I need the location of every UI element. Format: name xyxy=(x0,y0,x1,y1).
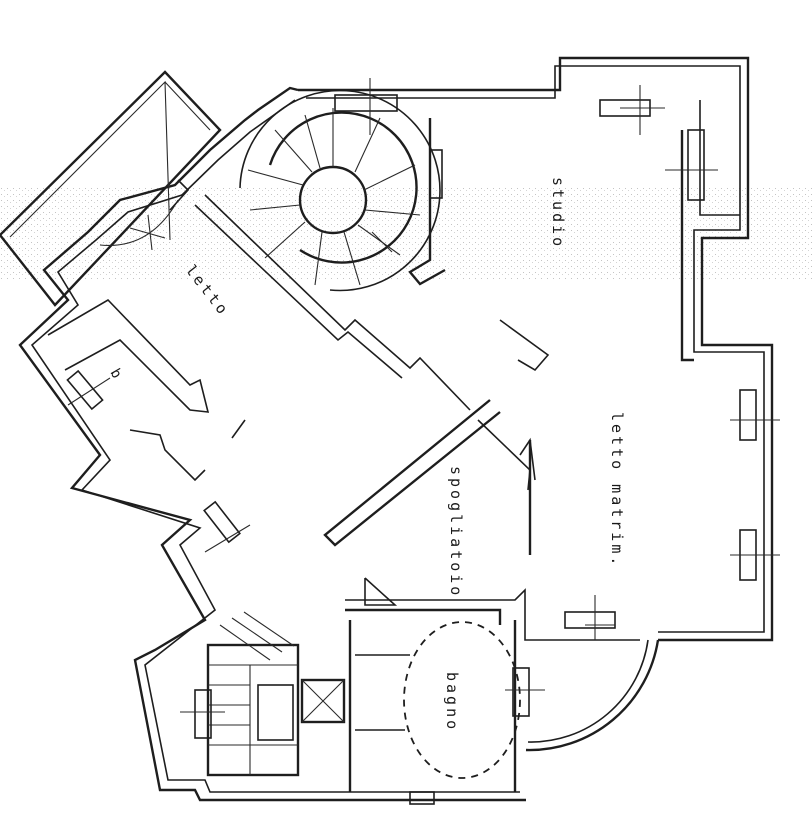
room-label-spogliatoio: spogliatoio xyxy=(447,466,465,598)
top-right-balcony xyxy=(699,100,740,216)
bagno-fixtures xyxy=(403,621,660,779)
scan-noise-band xyxy=(0,185,812,280)
spiral-staircase xyxy=(239,89,441,292)
room-label-bagno: bagno xyxy=(443,672,461,732)
elevator-shaft xyxy=(300,678,346,724)
lower-staircase xyxy=(206,611,346,777)
doors xyxy=(99,179,536,481)
left-roof-terrace xyxy=(0,70,222,307)
room-label-studio: studio xyxy=(549,177,567,249)
windows xyxy=(66,78,780,805)
outer-walls xyxy=(18,56,774,802)
room-label-letto-matrim: letto matrim. xyxy=(608,412,626,568)
interior-walls xyxy=(47,118,694,792)
